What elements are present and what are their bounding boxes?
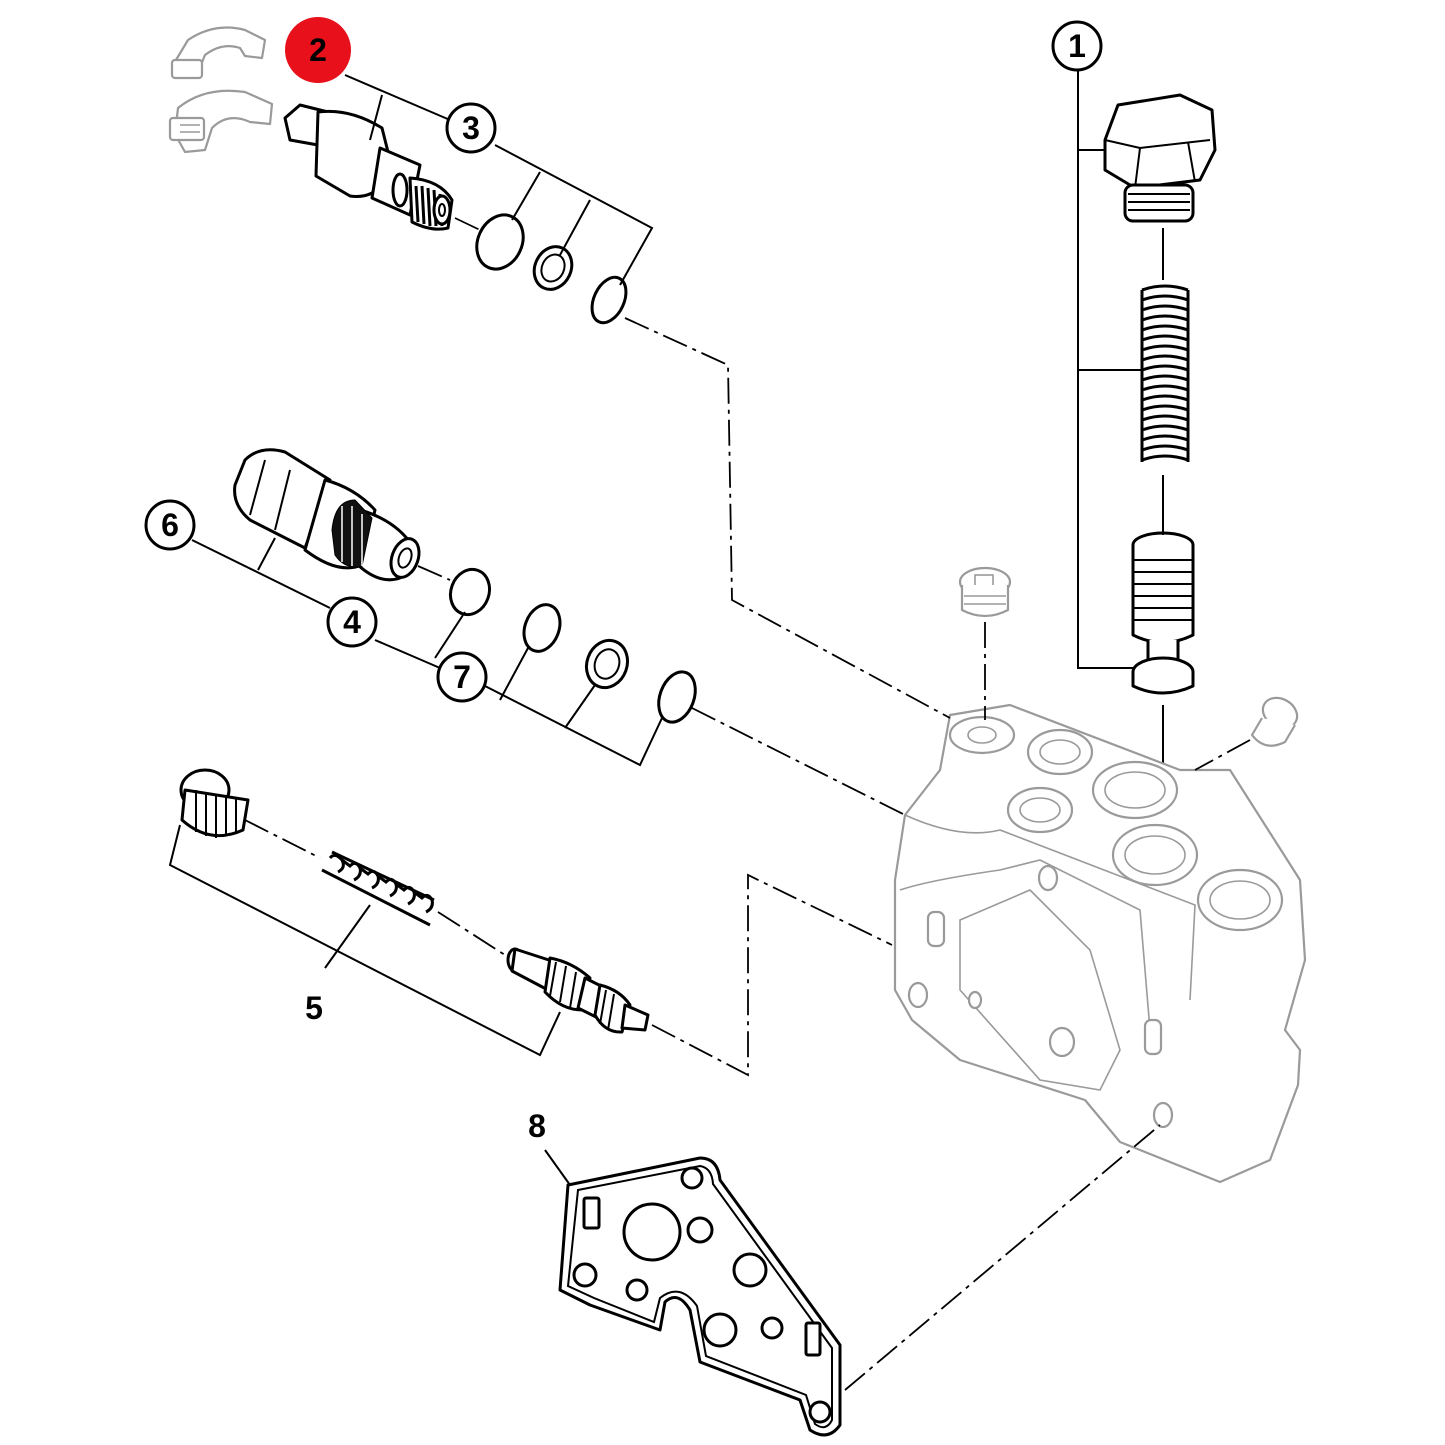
callout-2: 2: [285, 17, 351, 83]
callout-2-label: 2: [309, 32, 327, 68]
callout-1: 1: [1051, 20, 1103, 72]
part-1-plug-spring-poppet: [1103, 93, 1217, 695]
part-5-spool: [506, 947, 650, 1034]
callout-4-circle: [326, 596, 378, 648]
callout-4: 4: [326, 596, 378, 648]
body-port-plug-top: [958, 566, 1012, 618]
callout-7-circle: [436, 651, 488, 703]
part-8-gasket-plate: [558, 1156, 842, 1437]
part-7-seals: [448, 567, 697, 724]
callout-6-circle: [144, 499, 196, 551]
callout-2-highlight: [285, 17, 351, 83]
callout-8: 8: [528, 1108, 546, 1144]
part-2-cartridge-valve: [283, 103, 454, 231]
callout-3: 3: [445, 102, 497, 154]
clamp-ghost: [168, 26, 274, 154]
callout-7: 7: [436, 651, 488, 703]
callout-4-label: 4: [343, 604, 361, 640]
callout-3-label: 3: [462, 110, 480, 146]
part-4-relief-valve: [233, 448, 421, 582]
valve-body-ghost: [893, 703, 1307, 1184]
callout-6: 6: [144, 499, 196, 551]
part-5-plug-spring-spool: [179, 768, 650, 1034]
callout-7-label: 7: [453, 659, 471, 695]
body-port-plug-right: [1250, 696, 1299, 747]
part-4-dark-threads: [331, 499, 373, 568]
callout-1-label: 1: [1068, 28, 1086, 64]
callout-1-circle: [1051, 20, 1103, 72]
dashed-centerlines: [244, 217, 1251, 1391]
part-1-spring: [1140, 284, 1190, 470]
callout-6-label: 6: [161, 507, 179, 543]
leader-lines: [168, 70, 1142, 1186]
callout-3-circle: [445, 102, 497, 154]
part-2-seals: [475, 213, 628, 325]
callout-5: 5: [305, 990, 323, 1026]
part-5-spring: [321, 850, 435, 927]
callout-8-label: 8: [528, 1108, 546, 1144]
part-1-poppet: [1131, 531, 1195, 695]
callout-5-label: 5: [305, 990, 323, 1026]
